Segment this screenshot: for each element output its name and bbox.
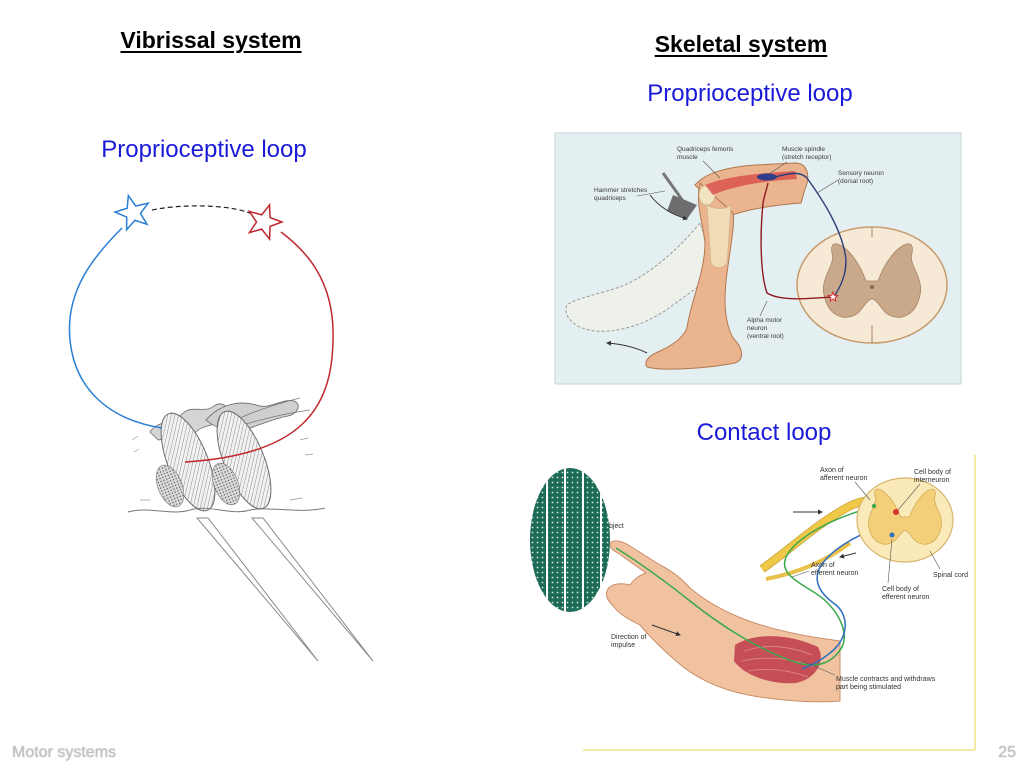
whisker-left (195, 517, 319, 662)
vibrissal-heading: Vibrissal system (120, 27, 302, 53)
afferent-axon-label-line2: afferent neuron (820, 475, 867, 482)
efferent-body-label-line2: efferent neuron (882, 594, 929, 601)
direction-label-line2: impulse (611, 642, 635, 649)
spindle-label-line1: Muscle spindle (782, 146, 825, 153)
efferent-axon-leader (791, 570, 810, 578)
hammer-label-line1: Hammer stretches (594, 187, 648, 194)
hammer-leader (636, 190, 666, 197)
afferent-entry-point (871, 503, 877, 509)
skeletal-heading: Skeletal system (654, 31, 828, 57)
impulse-direction-arrow (651, 624, 681, 637)
motor-leader (759, 300, 768, 317)
interneuron-label-line2: interneuron (914, 477, 950, 484)
stimulus-object (530, 468, 610, 612)
spindle-label-line2: (stretch receptor) (782, 154, 832, 161)
interneuron-cell-body (893, 509, 899, 515)
vibrissal-diagram (68, 193, 374, 662)
contact-gray-matter (868, 488, 942, 545)
hammer-motion-arrow (649, 194, 688, 221)
skin-texture (131, 435, 314, 501)
quadriceps-label-line1: Quadriceps femoris (677, 146, 734, 153)
synapse-star-icon (826, 290, 840, 303)
spindle-leader (768, 161, 788, 175)
whisker-follicle-illustration (127, 397, 326, 525)
efferent-neuron-path (801, 526, 881, 670)
central-canal (870, 285, 874, 289)
motor-star-icon (247, 202, 285, 242)
sensory-neuron-label-line2: (dorsal root) (838, 178, 873, 185)
motor-neuron-label-line1: Alpha motor (747, 317, 783, 324)
hammer-handle (661, 172, 685, 202)
efferent-body-label-line1: Cell body of (882, 586, 919, 593)
vibrissal-sensory-path (68, 227, 163, 429)
skeletal-proprioceptive-label: Proprioceptive loop (647, 80, 853, 107)
whisker-right (250, 517, 374, 662)
page-number: 25 (998, 744, 1016, 761)
sensory-star-icon (112, 193, 150, 232)
muscle-leader (801, 660, 836, 676)
efferent-cell-body (889, 532, 895, 538)
afferent-axon-leader (854, 481, 871, 501)
sensory-neuron-label-line1: Sensory neuron (838, 170, 884, 177)
footer-title: Motor systems (12, 744, 117, 761)
contact-loop-label: Contact loop (696, 419, 832, 446)
spinal-cord-label: Spinal cord (933, 572, 968, 579)
efferent-axon-label-line2: efferent neuron (811, 570, 858, 577)
hammer-label-line2: quadriceps (594, 195, 627, 202)
leg-swing-arrow (606, 340, 648, 354)
spinal-gray-matter (822, 243, 922, 318)
efferent-direction-arrow (839, 552, 857, 559)
vibrissal-proprioceptive-label: Proprioceptive loop (101, 136, 307, 163)
motor-neuron-label-line2: neuron (747, 325, 768, 332)
skin-line (127, 507, 326, 513)
direction-label-line1: Direction of (611, 634, 646, 641)
efferent-body-leader (887, 538, 893, 584)
quadriceps-label-line2: muscle (677, 154, 698, 161)
nerve-trunk-lower (765, 541, 852, 581)
interneuron-label-line1: Cell body of (914, 469, 951, 476)
alpha-motor-neuron-path (760, 182, 833, 300)
vibrissal-motor-path (184, 231, 334, 463)
vibrissal-dashed-connection (151, 205, 253, 215)
tibia-bone (706, 204, 732, 268)
quadriceps-leader (702, 160, 721, 179)
ghost-leg-outline (565, 221, 718, 332)
interneuron-leader (897, 483, 921, 511)
efferent-axon-label-line1: Axon of (811, 562, 835, 569)
afferent-axon-label-line1: Axon of (820, 467, 844, 474)
follicle-right-stipple (211, 462, 241, 506)
contact-reflex-figure: bject Axon of afferent neuron Cell body … (530, 455, 976, 751)
muscle-spindle (757, 173, 777, 181)
hammer-head (667, 195, 697, 219)
sensory-leader (816, 179, 839, 194)
object-label: bject (609, 523, 624, 530)
afferent-neuron-path (615, 506, 875, 666)
knee-reflex-figure: Quadriceps femoris muscle Muscle spindle… (554, 132, 962, 385)
spinal-cord-leader (929, 550, 941, 570)
muscle-label-line2: part being stimulated (836, 684, 901, 691)
muscle-label-line1: Muscle contracts and withdraws (836, 676, 936, 683)
sensory-neuron-path (774, 172, 847, 296)
nerve-strand (239, 397, 311, 425)
follicle-left-stipple (155, 464, 185, 508)
motor-neuron-label-line3: (ventral root) (747, 333, 784, 340)
